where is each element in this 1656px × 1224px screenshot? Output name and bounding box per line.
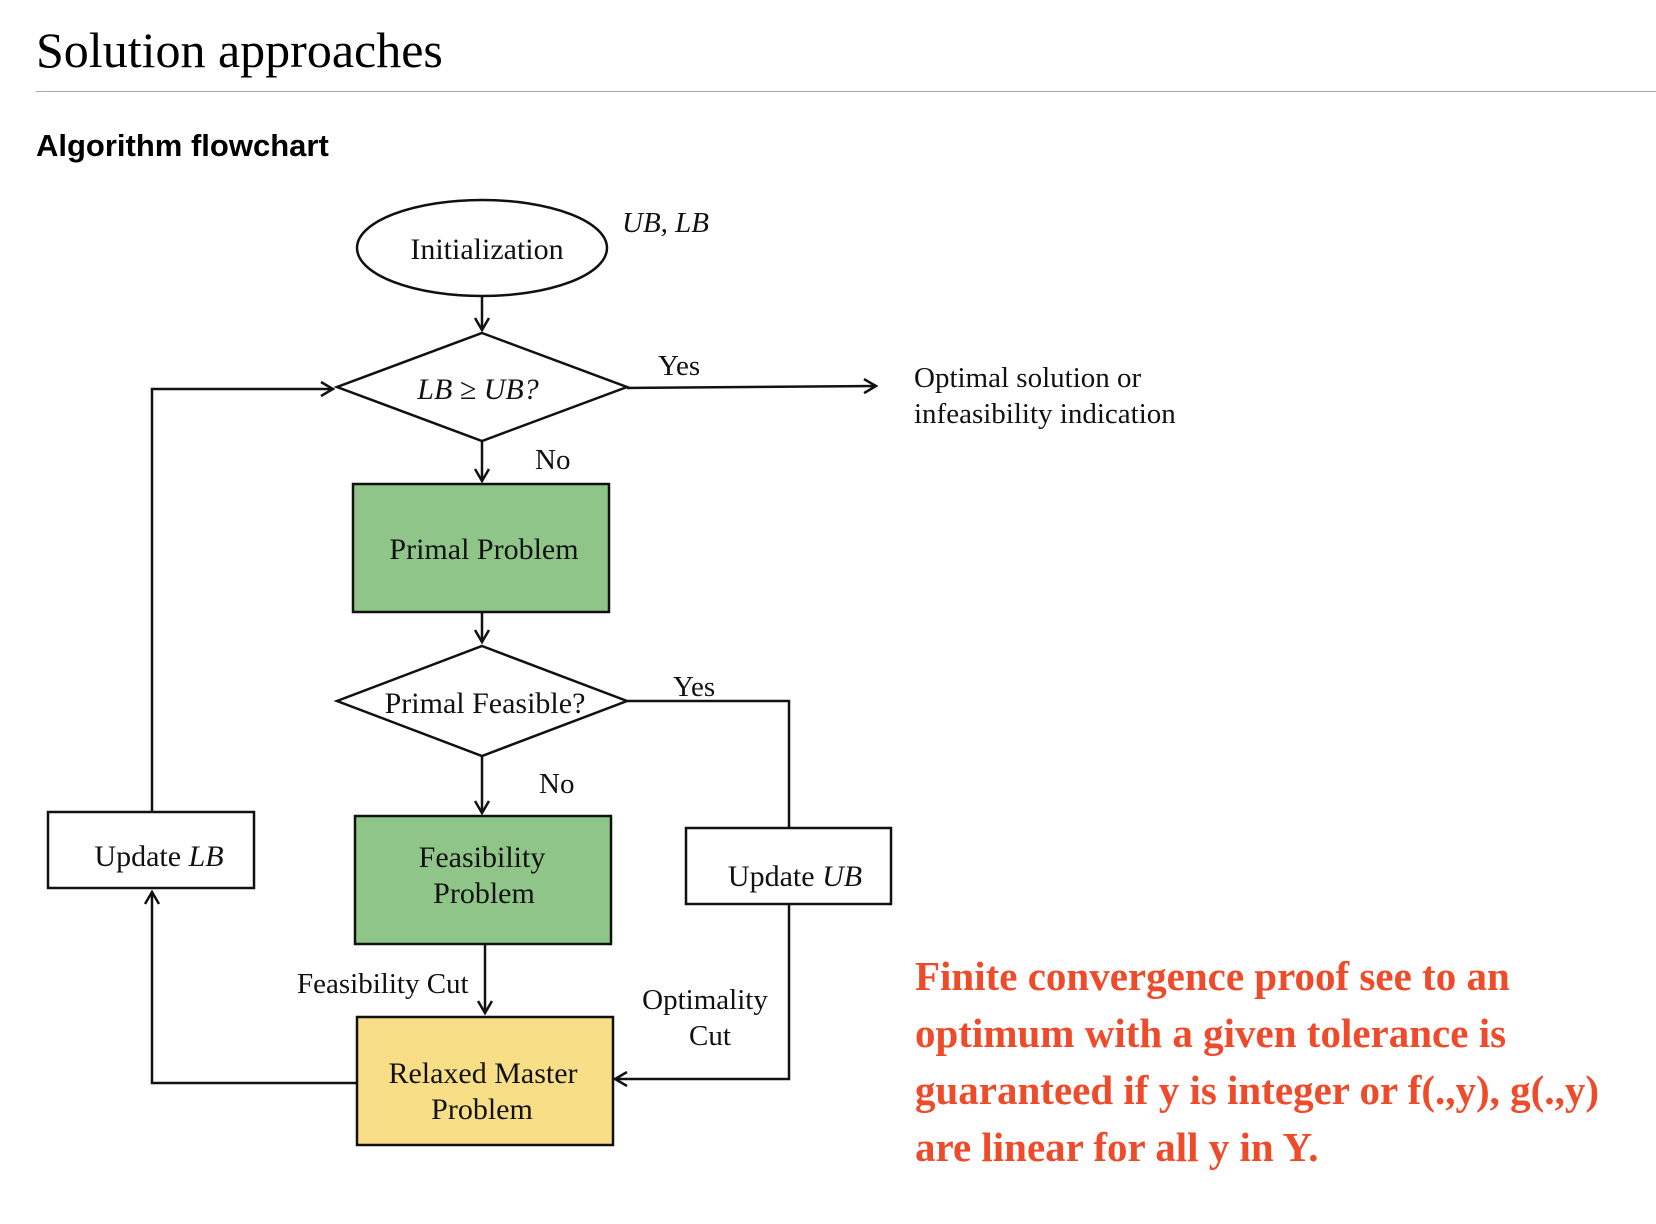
optimal-output-line1: Optimal solution or	[914, 362, 1142, 394]
no-top-label: No	[535, 444, 570, 476]
update-ub-label: Update UB	[728, 860, 862, 893]
relaxed-master-label-line1: Relaxed Master	[388, 1057, 577, 1090]
ub-lb-label: UB, LB	[622, 207, 709, 239]
update-ub-node: Update UB	[684, 826, 893, 906]
update-lb-var: LB	[188, 840, 224, 873]
optimality-cut-line2: Cut	[689, 1020, 731, 1052]
edge-master-to-update-lb	[152, 892, 357, 1085]
edge-update-lb-to-decision	[150, 389, 333, 812]
bounds-decision-node: LB ≥ UB?	[333, 331, 631, 443]
yes-mid-label: Yes	[673, 671, 715, 703]
initialization-node: Initialization	[355, 198, 609, 298]
update-lb-label: Update LB	[94, 840, 223, 873]
yes-top-label: Yes	[658, 350, 700, 382]
optimal-output-line2: infeasibility indication	[914, 398, 1176, 430]
update-ub-prefix: Update	[728, 860, 822, 893]
update-lb-node: Update LB	[46, 810, 256, 890]
convergence-note: Finite convergence proof see to an optim…	[915, 953, 1599, 1170]
update-ub-var: UB	[822, 860, 862, 893]
edge-yes-to-output	[626, 386, 876, 388]
edge-update-ub-to-master	[615, 904, 791, 1079]
section-title: Algorithm flowchart	[36, 128, 329, 163]
optimality-cut-line1: Optimality	[642, 984, 768, 1016]
feasible-decision-node: Primal Feasible?	[333, 644, 631, 758]
primal-problem-label: Primal Problem	[389, 533, 578, 566]
feasibility-problem-label-line2: Problem	[433, 877, 535, 910]
bounds-decision-label: LB ≥ UB?	[416, 373, 538, 406]
relaxed-master-node: Relaxed Master Problem	[355, 1015, 615, 1147]
page-title: Solution approaches	[36, 22, 443, 78]
edge-feasible-yes-to-update-ub	[627, 699, 791, 828]
no-mid-label: No	[539, 768, 574, 800]
feasibility-problem-label-line1: Feasibility	[419, 841, 546, 874]
title-divider	[36, 91, 1656, 92]
feasible-decision-label: Primal Feasible?	[385, 687, 586, 720]
primal-problem-node: Primal Problem	[351, 482, 611, 614]
feasibility-problem-node: Feasibility Problem	[353, 814, 613, 946]
feasibility-cut-label: Feasibility Cut	[297, 968, 469, 1000]
relaxed-master-label-line2: Problem	[431, 1093, 533, 1126]
initialization-label: Initialization	[410, 233, 563, 266]
update-lb-prefix: Update	[94, 840, 188, 873]
